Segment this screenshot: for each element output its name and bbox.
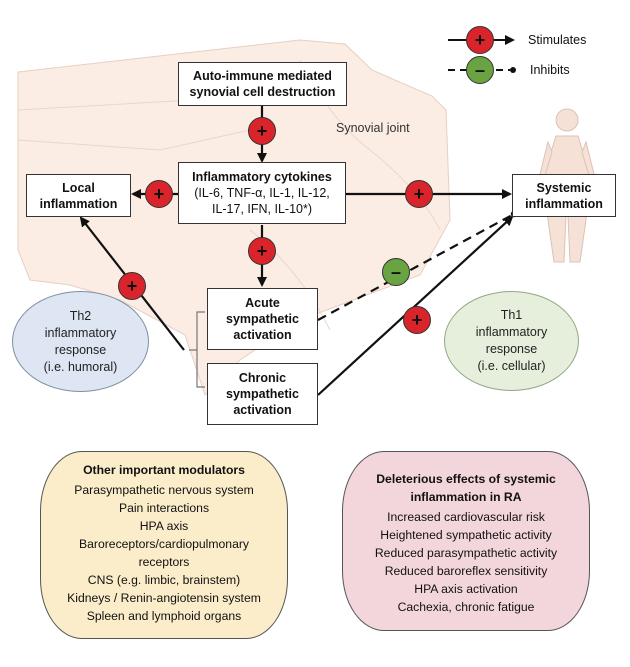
modulators-item-7: Kidneys / Renin-angiotensin system xyxy=(67,591,261,605)
modulators-item-1: Parasympathetic nervous system xyxy=(74,483,254,497)
local-inflammation-box: Local inflammation xyxy=(26,174,131,217)
modulators-item-5: receptors xyxy=(138,555,190,569)
th1-line3: response xyxy=(485,342,538,356)
modulators-title: Other important modulators xyxy=(83,463,245,477)
modulators-item-8: Spleen and lymphoid organs xyxy=(86,609,242,623)
th1-line2: inflammatory xyxy=(475,325,548,339)
chronic-sympathetic-box: Chronic sympathetic activation xyxy=(207,363,318,425)
th2-line2: inflammatory xyxy=(44,325,117,340)
deleterious-item-3: Reduced parasympathetic activity xyxy=(374,546,558,560)
th2-response-ellipse: Th2 inflammatory response (i.e. humoral) xyxy=(12,291,149,392)
modulators-item-2: Pain interactions xyxy=(118,501,210,515)
legend-plus-icon: + xyxy=(466,26,494,54)
legend-stimulates-label: Stimulates xyxy=(528,33,587,47)
cytokines-box: Inflammatory cytokines (IL-6, TNF-α, IL-… xyxy=(178,162,346,224)
modulators-item-6: CNS (e.g. limbic, brainstem) xyxy=(87,573,241,587)
chronic-line1: Chronic xyxy=(238,371,287,385)
local-line1: Local xyxy=(62,180,95,195)
legend-inhibits-end xyxy=(510,67,516,73)
th2-line4: (i.e. humoral) xyxy=(43,359,118,374)
systemic-line1: Systemic xyxy=(536,180,592,195)
cytokines-line1: (IL-6, TNF-α, IL-1, IL-12, xyxy=(194,186,330,200)
th1-line4: (i.e. cellular) xyxy=(477,359,546,373)
cytokines-line2: IL-17, IFN, IL-10*) xyxy=(211,202,313,216)
deleterious-item-5: HPA axis activation xyxy=(414,582,518,596)
autoimmune-line2: synovial cell destruction xyxy=(189,85,336,99)
systemic-line2: inflammation xyxy=(525,196,603,211)
deleterious-item-6: Cachexia, chronic fatigue xyxy=(397,600,535,614)
local-line2: inflammation xyxy=(39,196,118,211)
chronic-line2: sympathetic xyxy=(226,387,299,401)
inhibit-badge-acute: – xyxy=(382,258,410,286)
acute-sympathetic-box: Acute sympathetic activation xyxy=(207,288,318,350)
autoimmune-line1: Auto-immune mediated xyxy=(193,69,332,83)
deleterious-title-line1: Deleterious effects of systemic xyxy=(376,472,556,486)
deleterious-item-2: Heightened sympathetic activity xyxy=(380,528,552,542)
th2-line1: Th2 xyxy=(69,308,92,323)
modulators-panel: Other important modulators Parasympathet… xyxy=(40,451,288,639)
deleterious-item-4: Reduced baroreflex sensitivity xyxy=(384,564,548,578)
stimulate-badge-local: + xyxy=(145,180,173,208)
deleterious-title-line2: inflammation in RA xyxy=(410,490,522,504)
stimulate-badge-autoimmune: + xyxy=(248,117,276,145)
modulators-item-4: Baroreceptors/cardiopulmonary xyxy=(78,537,250,551)
legend-inhibits-label: Inhibits xyxy=(530,63,570,77)
th1-line1: Th1 xyxy=(500,308,523,322)
sympathetic-bracket xyxy=(189,311,205,388)
arrow-acute-inhibits-systemic xyxy=(317,213,515,321)
stimulate-badge-systemic: + xyxy=(405,180,433,208)
acute-line3: activation xyxy=(233,328,292,342)
stimulate-badge-chronic: + xyxy=(403,306,431,334)
autoimmune-box: Auto-immune mediated synovial cell destr… xyxy=(178,62,347,106)
acute-line1: Acute xyxy=(245,296,280,310)
systemic-inflammation-box: Systemic inflammation xyxy=(512,174,616,217)
deleterious-item-1: Increased cardiovascular risk xyxy=(387,510,545,524)
synovial-joint-label: Synovial joint xyxy=(336,121,410,135)
th1-response-ellipse: Th1 inflammatory response (i.e. cellular… xyxy=(444,291,579,391)
stimulate-badge-th2-local: + xyxy=(118,272,146,300)
acute-line2: sympathetic xyxy=(226,312,299,326)
legend-minus-icon: – xyxy=(466,56,494,84)
cytokines-title: Inflammatory cytokines xyxy=(192,170,332,184)
chronic-line3: activation xyxy=(233,403,292,417)
th2-line3: response xyxy=(54,342,107,357)
stimulate-badge-acute: + xyxy=(248,237,276,265)
modulators-item-3: HPA axis xyxy=(139,519,189,533)
deleterious-effects-panel: Deleterious effects of systemic inflamma… xyxy=(342,451,590,631)
